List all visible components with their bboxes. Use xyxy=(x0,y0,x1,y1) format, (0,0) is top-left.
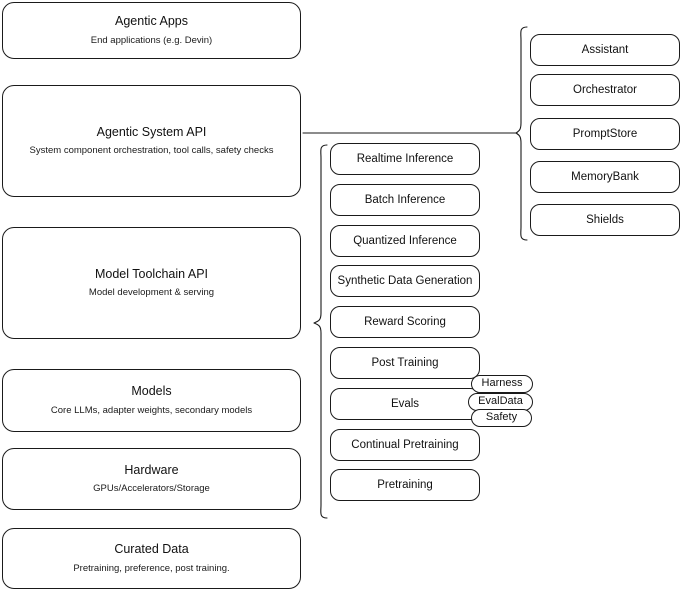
system-item-label: PromptStore xyxy=(572,127,638,140)
layer-title: Agentic Apps xyxy=(115,14,188,29)
layer-title: Agentic System API xyxy=(96,124,207,139)
layer-card-agentic-system-api[interactable]: Agentic System API System component orch… xyxy=(2,85,301,197)
evals-pill-harness[interactable]: Harness xyxy=(471,375,533,393)
layer-subtitle: Pretraining, preference, post training. xyxy=(73,562,230,574)
toolchain-item-label: Realtime Inference xyxy=(356,152,454,165)
toolchain-item-quantized-inference[interactable]: Quantized Inference xyxy=(330,225,480,257)
system-item-assistant[interactable]: Assistant xyxy=(530,34,680,66)
toolchain-item-label: Reward Scoring xyxy=(364,315,446,328)
toolchain-item-continual-pretraining[interactable]: Continual Pretraining xyxy=(330,429,480,461)
layer-title: Model Toolchain API xyxy=(94,266,209,281)
toolchain-item-label: Continual Pretraining xyxy=(351,438,459,451)
toolchain-item-post-training[interactable]: Post Training xyxy=(330,347,480,379)
layer-card-curated-data[interactable]: Curated Data Pretraining, preference, po… xyxy=(2,528,301,589)
layer-card-models[interactable]: Models Core LLMs, adapter weights, secon… xyxy=(2,369,301,432)
system-item-promptstore[interactable]: PromptStore xyxy=(530,118,680,150)
toolchain-item-label: Evals xyxy=(390,397,420,410)
system-item-label: Assistant xyxy=(581,43,629,56)
toolchain-item-pretraining[interactable]: Pretraining xyxy=(330,469,480,501)
evals-pill-safety[interactable]: Safety xyxy=(471,409,532,427)
system-item-orchestrator[interactable]: Orchestrator xyxy=(530,74,680,106)
brace-toolchain-items xyxy=(313,144,328,519)
toolchain-item-label: Post Training xyxy=(371,356,439,369)
toolchain-item-label: Pretraining xyxy=(377,478,433,491)
toolchain-item-realtime-inference[interactable]: Realtime Inference xyxy=(330,143,480,175)
toolchain-item-synthetic-data-generation[interactable]: Synthetic Data Generation xyxy=(330,265,480,297)
system-item-shields[interactable]: Shields xyxy=(530,204,680,236)
layer-subtitle: System component orchestration, tool cal… xyxy=(29,145,274,157)
layer-subtitle: GPUs/Accelerators/Storage xyxy=(93,483,210,495)
evals-pill-label: Harness xyxy=(481,377,523,390)
layer-subtitle: Core LLMs, adapter weights, secondary mo… xyxy=(50,404,253,416)
layer-card-model-toolchain-api[interactable]: Model Toolchain API Model development & … xyxy=(2,227,301,339)
evals-pill-label: EvalData xyxy=(478,395,523,408)
toolchain-item-batch-inference[interactable]: Batch Inference xyxy=(330,184,480,216)
layer-card-agentic-apps[interactable]: Agentic Apps End applications (e.g. Devi… xyxy=(2,2,301,59)
toolchain-item-reward-scoring[interactable]: Reward Scoring xyxy=(330,306,480,338)
system-item-label: Orchestrator xyxy=(573,83,637,96)
layer-card-hardware[interactable]: Hardware GPUs/Accelerators/Storage xyxy=(2,448,301,510)
toolchain-item-label: Synthetic Data Generation xyxy=(337,274,473,287)
system-item-label: MemoryBank xyxy=(571,170,639,183)
toolchain-item-evals[interactable]: Evals xyxy=(330,388,480,420)
evals-pill-label: Safety xyxy=(485,411,518,424)
layer-title: Hardware xyxy=(124,462,179,477)
brace-system-components xyxy=(515,26,528,241)
layer-title: Curated Data xyxy=(114,542,189,557)
toolchain-item-label: Batch Inference xyxy=(364,193,446,206)
layer-subtitle: End applications (e.g. Devin) xyxy=(90,34,213,46)
layer-title: Models xyxy=(131,384,172,399)
layer-subtitle: Model development & serving xyxy=(88,287,215,299)
system-item-memorybank[interactable]: MemoryBank xyxy=(530,161,680,193)
system-item-label: Shields xyxy=(586,213,624,226)
toolchain-item-label: Quantized Inference xyxy=(353,234,457,247)
